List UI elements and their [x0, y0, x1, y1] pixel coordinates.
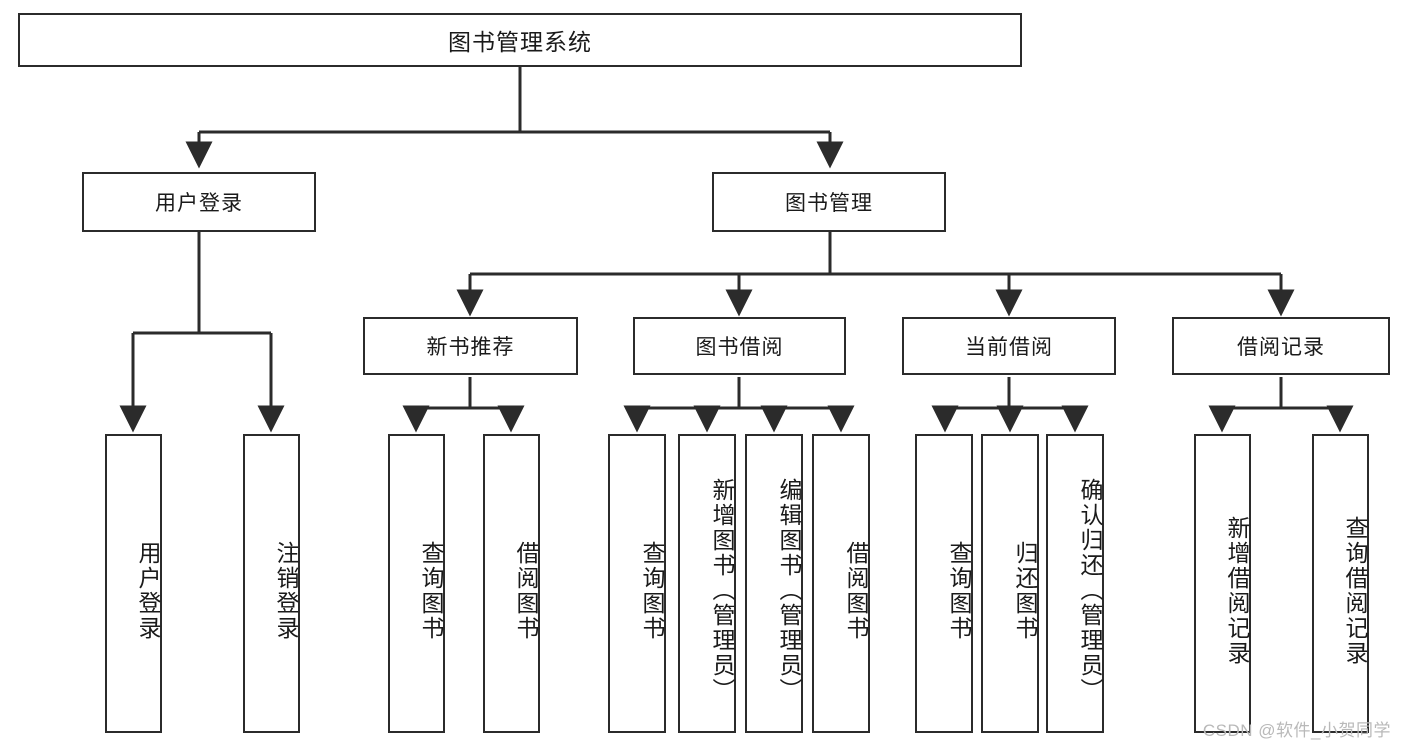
node-book-borrow[interactable]: 图书借阅 — [633, 317, 846, 375]
leaf-book-borrow-add-book-admin[interactable]: 新增图书（管理员） — [678, 434, 736, 733]
node-label: 借阅记录 — [1237, 336, 1325, 359]
node-new-book-recommend[interactable]: 新书推荐 — [363, 317, 578, 375]
node-label: 图书借阅 — [695, 336, 784, 359]
node-label: 新增借阅记录 — [1224, 515, 1250, 666]
node-label: 查询图书 — [639, 540, 665, 641]
watermark: CSDN @软件_小贺同学 — [1202, 721, 1391, 740]
node-label: 新增图书（管理员） — [709, 478, 735, 703]
node-label: 当前借阅 — [965, 336, 1053, 359]
node-label: 用户登录 — [135, 540, 161, 641]
leaf-book-borrow-edit-book-admin[interactable]: 编辑图书（管理员） — [745, 434, 803, 733]
node-label: 图书管理 — [785, 192, 873, 215]
node-label: 编辑图书（管理员） — [776, 478, 802, 703]
node-label: 新书推荐 — [426, 336, 515, 359]
node-label: 查询借阅记录 — [1342, 515, 1368, 666]
leaf-book-borrow-query-book[interactable]: 查询图书 — [608, 434, 666, 733]
node-label: 查询图书 — [418, 540, 444, 641]
leaf-current-borrow-return-book[interactable]: 归还图书 — [981, 434, 1039, 733]
leaf-user-login-logout[interactable]: 注销登录 — [243, 434, 300, 733]
node-label: 图书管理系统 — [448, 29, 592, 55]
leaf-borrow-records-query-record[interactable]: 查询借阅记录 — [1312, 434, 1369, 733]
node-label: 注销登录 — [273, 540, 299, 641]
node-root-book-management-system[interactable]: 图书管理系统 — [18, 13, 1022, 67]
node-borrow-records[interactable]: 借阅记录 — [1172, 317, 1390, 375]
node-current-borrow[interactable]: 当前借阅 — [902, 317, 1116, 375]
leaf-new-book-borrow-book[interactable]: 借阅图书 — [483, 434, 540, 733]
node-label: 用户登录 — [155, 192, 243, 215]
leaf-book-borrow-borrow-book[interactable]: 借阅图书 — [812, 434, 870, 733]
leaf-current-borrow-query-book[interactable]: 查询图书 — [915, 434, 973, 733]
node-label: 借阅图书 — [513, 540, 539, 641]
node-label: 查询图书 — [946, 540, 972, 641]
node-book-management[interactable]: 图书管理 — [712, 172, 946, 232]
node-label: 归还图书 — [1012, 540, 1038, 641]
node-user-login[interactable]: 用户登录 — [82, 172, 316, 232]
leaf-user-login-login[interactable]: 用户登录 — [105, 434, 162, 733]
node-label: 确认归还（管理员） — [1077, 478, 1103, 703]
leaf-current-borrow-confirm-return-admin[interactable]: 确认归还（管理员） — [1046, 434, 1104, 733]
leaf-new-book-query-book[interactable]: 查询图书 — [388, 434, 445, 733]
node-label: 借阅图书 — [843, 540, 869, 641]
leaf-borrow-records-add-record[interactable]: 新增借阅记录 — [1194, 434, 1251, 733]
